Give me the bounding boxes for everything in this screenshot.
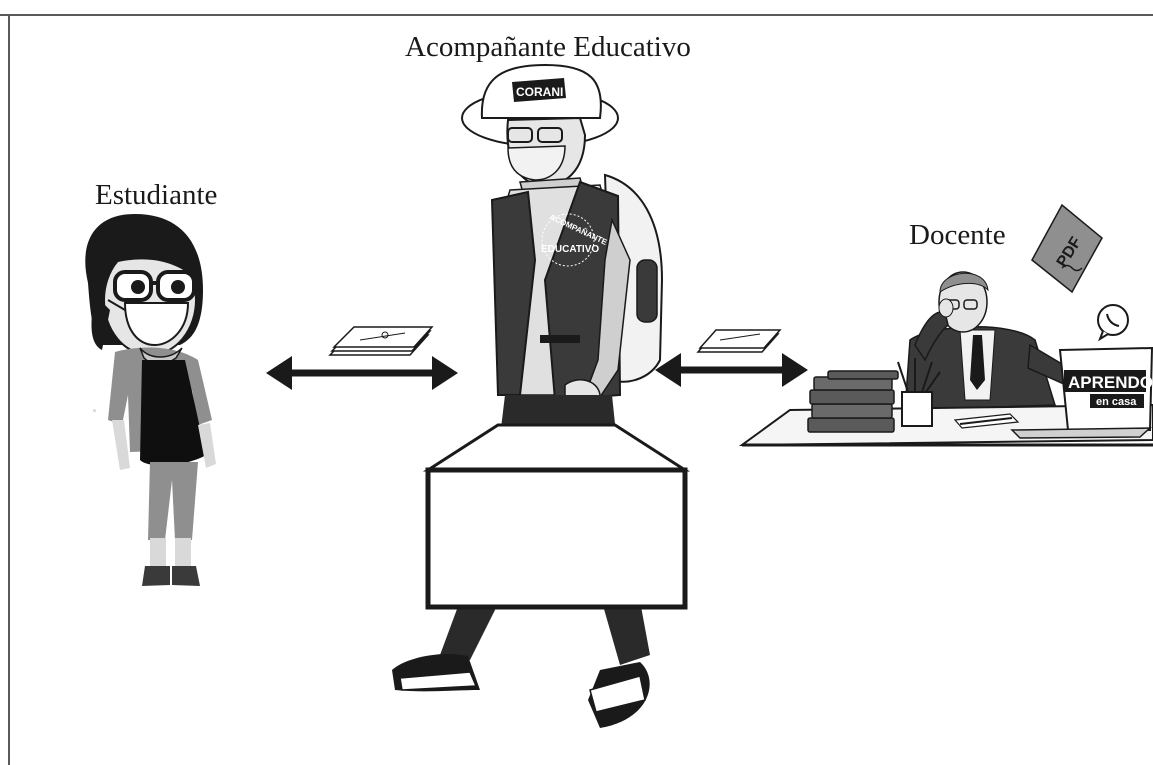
double-arrow-icon [266,356,458,390]
svg-text:.: . [92,396,97,416]
pdf-icon: PDF [1031,203,1103,294]
frame-top-border [0,14,1153,16]
desk-papers [953,413,1020,429]
document-stack-icon [328,326,434,356]
frame-left-border [8,14,10,765]
laptop-brand-sub: en casa [1096,396,1137,408]
companion-label: Acompañante Educativo [405,31,691,63]
companion-figure: CORANI ACOMPAÑANTE EDUCATIVO [392,63,664,728]
document-stack-icon [696,329,782,353]
laptop-brand-main: APRENDO [1068,373,1153,392]
student-figure: . [85,214,216,586]
book-stack [807,370,899,433]
double-arrow-icon [655,353,808,387]
whatsapp-icon [1097,304,1129,342]
teacher-label: Docente [909,219,1006,251]
teacher-figure [904,271,1073,411]
vest-badge-bottom: EDUCATIVO [541,244,599,255]
laptop: APRENDO en casa [1010,346,1153,439]
carry-box [422,423,691,610]
pencil-cup [897,358,941,427]
hat-badge-text: CORANI [516,85,563,99]
student-label: Estudiante [95,179,218,211]
